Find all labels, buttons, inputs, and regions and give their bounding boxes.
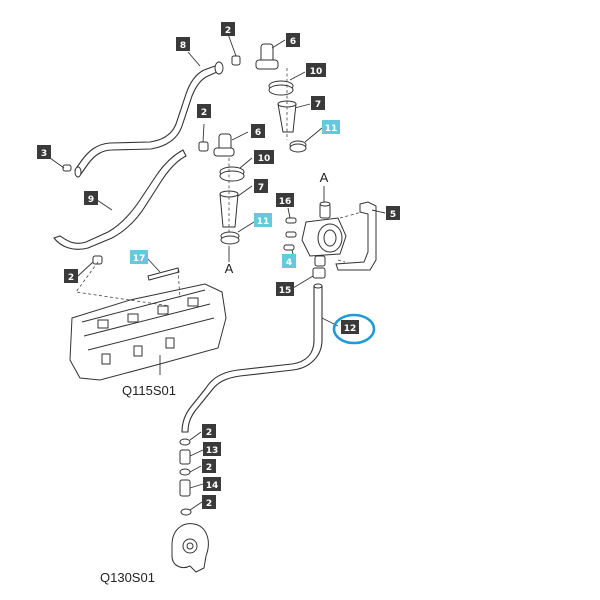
callout-10-middle: 10 <box>254 150 274 164</box>
callout-2-top: 2 <box>221 22 235 36</box>
ref-label-bottom-part: Q130S01 <box>100 570 155 585</box>
callout-17: 17 <box>130 250 148 264</box>
callout-6-middle: 6 <box>251 124 265 138</box>
spacer-14 <box>179 479 191 497</box>
svg-text:7: 7 <box>315 100 321 110</box>
fitting-2-cover <box>92 255 103 265</box>
bolt-3 <box>62 164 72 172</box>
callout-7-middle: 7 <box>254 179 268 193</box>
clamp-10-top <box>268 80 294 96</box>
ref-label-engine-cover: Q115S01 <box>122 383 176 398</box>
clamp-11-middle <box>220 231 240 245</box>
svg-text:2: 2 <box>68 273 74 283</box>
svg-text:5: 5 <box>390 210 396 220</box>
clamp-10-middle <box>219 166 245 182</box>
callout-8: 8 <box>176 37 190 51</box>
tee-connector-6-middle <box>213 133 235 157</box>
bolts-16 <box>285 217 297 238</box>
callout-4: 4 <box>282 254 296 268</box>
clamp-11-top <box>289 140 307 153</box>
bolt-4 <box>283 244 295 251</box>
dashed-leader-cover-left <box>75 261 171 307</box>
hose-9 <box>53 149 187 250</box>
fitting-2-middle <box>198 141 209 152</box>
svg-text:2: 2 <box>225 26 231 36</box>
callout-7-top: 7 <box>311 96 325 110</box>
connection-label-a-upper: A <box>320 170 329 185</box>
pump-body <box>301 201 347 267</box>
callout-2-middle: 2 <box>197 104 211 118</box>
washer-2-b <box>179 468 191 476</box>
callout-12: 12 <box>341 320 359 334</box>
callout-14: 14 <box>203 477 221 491</box>
sleeve-7-top <box>277 100 297 133</box>
clamp-15 <box>312 267 326 279</box>
callout-6-top: 6 <box>286 33 300 47</box>
svg-text:11: 11 <box>325 124 338 134</box>
hose-end-left <box>74 166 82 178</box>
svg-text:2: 2 <box>206 428 212 438</box>
dashed-leader-pump-lower <box>337 259 346 263</box>
connection-label-a-middle: A <box>225 261 234 276</box>
bolt-17 <box>147 267 180 281</box>
callout-16: 16 <box>276 193 294 207</box>
callout-2-bottom-b: 2 <box>202 459 216 473</box>
svg-text:14: 14 <box>206 481 219 491</box>
svg-text:6: 6 <box>290 37 296 47</box>
bottom-housing <box>171 523 209 573</box>
callout-2-cover: 2 <box>64 269 78 283</box>
hose-clamp-top <box>214 61 224 75</box>
svg-text:3: 3 <box>41 149 47 159</box>
fitting-13 <box>179 449 191 465</box>
svg-text:16: 16 <box>279 197 292 207</box>
svg-text:10: 10 <box>258 154 271 164</box>
svg-text:2: 2 <box>201 108 207 118</box>
svg-text:12: 12 <box>344 324 357 334</box>
callout-13: 13 <box>203 442 221 456</box>
svg-text:4: 4 <box>286 258 292 268</box>
dashed-leader-cover-bolt <box>177 269 181 299</box>
callout-9: 9 <box>84 191 98 205</box>
washer-2-a <box>179 438 191 446</box>
callout-2-bottom-c: 2 <box>202 495 216 509</box>
svg-text:11: 11 <box>257 217 270 227</box>
bracket-5 <box>335 201 377 271</box>
svg-text:6: 6 <box>255 128 261 138</box>
callout-11-middle: 11 <box>254 213 272 227</box>
svg-text:8: 8 <box>180 41 186 51</box>
tee-connector-6-top <box>255 43 279 70</box>
svg-text:9: 9 <box>88 195 94 205</box>
hose-8 <box>74 65 218 175</box>
callout-15: 15 <box>276 282 294 296</box>
washer-2-c <box>180 508 192 516</box>
leader-lines <box>49 33 386 511</box>
engine-cover <box>69 283 227 381</box>
highlight-ring-12 <box>332 313 376 345</box>
svg-text:2: 2 <box>206 499 212 509</box>
svg-text:7: 7 <box>258 183 264 193</box>
callout-3: 3 <box>37 145 51 159</box>
callout-11-top: 11 <box>322 120 340 134</box>
svg-text:2: 2 <box>206 463 212 473</box>
svg-text:10: 10 <box>310 67 323 77</box>
fitting-2-top <box>231 55 241 66</box>
callout-2-bottom-a: 2 <box>202 424 216 438</box>
svg-text:15: 15 <box>279 286 292 296</box>
svg-text:17: 17 <box>133 254 146 264</box>
svg-text:13: 13 <box>206 446 219 456</box>
callout-10-top: 10 <box>306 63 326 77</box>
hose-12 <box>181 283 323 433</box>
callout-5: 5 <box>386 206 400 220</box>
dashed-leader-pump-bracket <box>339 211 363 219</box>
